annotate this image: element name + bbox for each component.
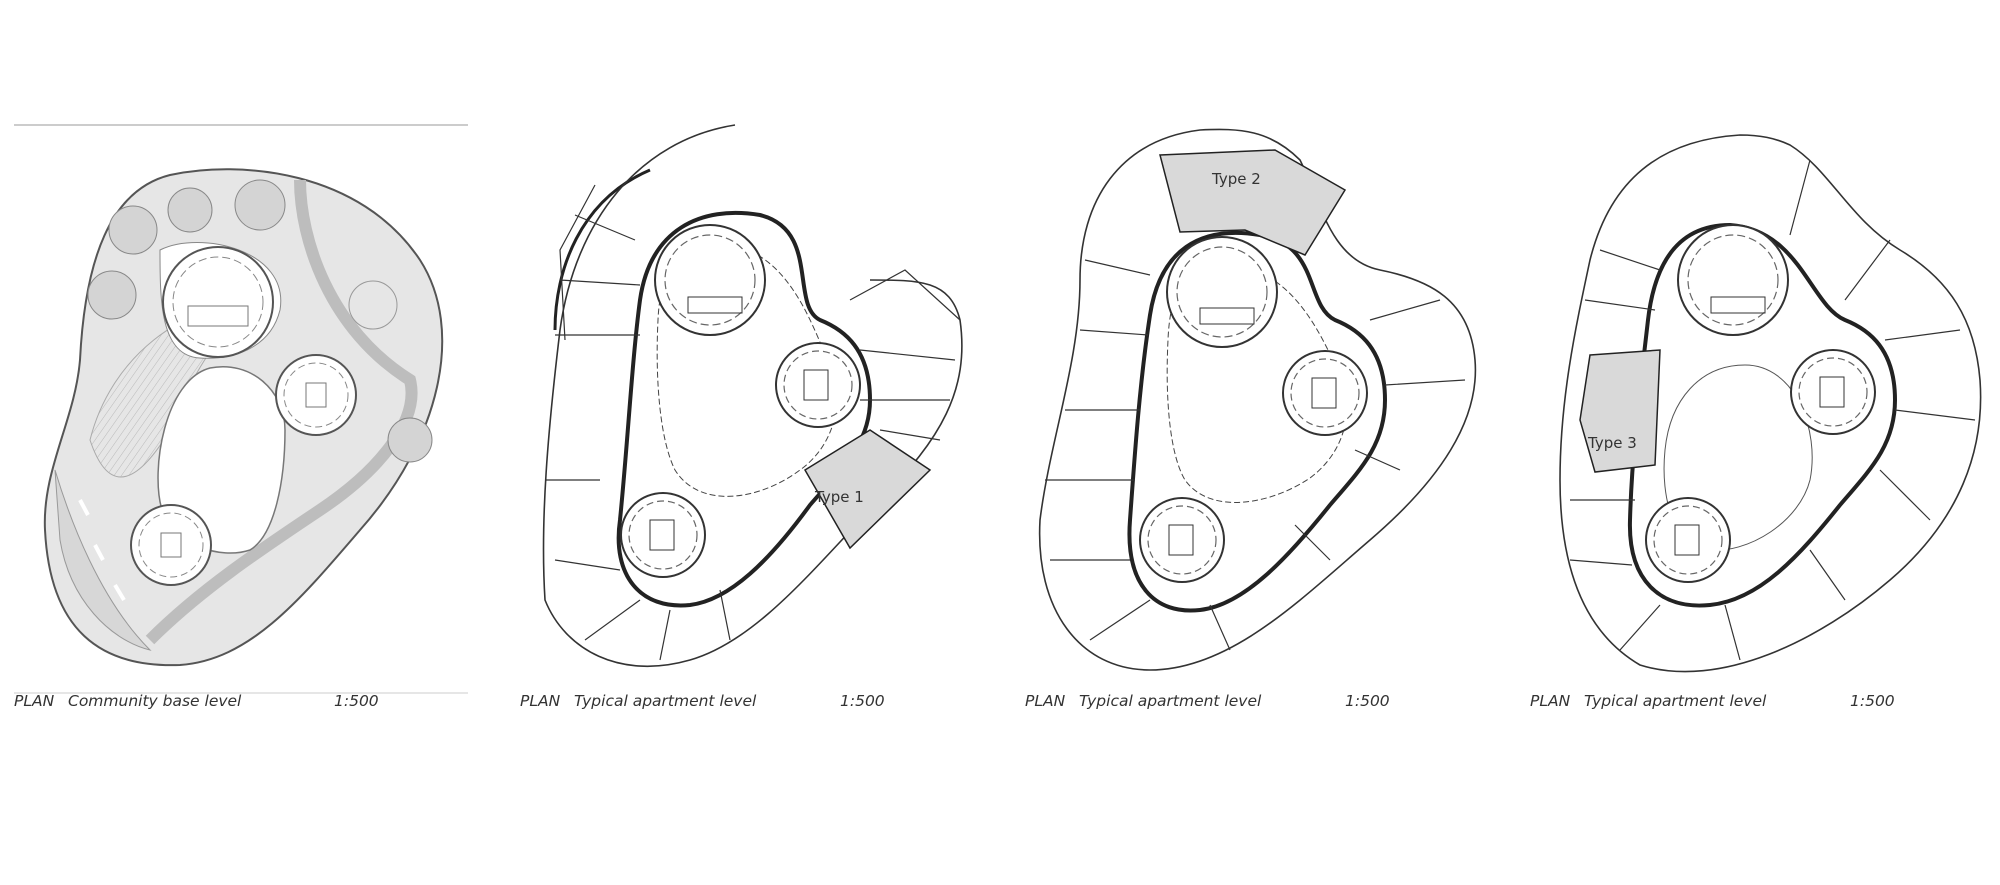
plan-label: PLAN	[1530, 692, 1571, 710]
outer-facade	[1559, 134, 1982, 673]
core-south	[130, 504, 212, 586]
core-east-inner	[1798, 357, 1868, 427]
plan-typical-2: Type 2	[1038, 128, 1477, 671]
unit-highlight	[1579, 349, 1661, 473]
core-east	[275, 354, 357, 436]
unit-highlight	[1159, 149, 1347, 256]
core-north	[162, 246, 274, 358]
core-east	[1282, 350, 1368, 436]
core-north	[654, 224, 766, 336]
plan-typical-1: Type 1	[542, 124, 963, 668]
tree	[234, 179, 286, 231]
core-south-inner	[138, 512, 204, 578]
core-east	[775, 342, 861, 428]
core-north	[1677, 224, 1789, 336]
stair-core	[1311, 377, 1337, 409]
core-east-inner	[783, 350, 853, 420]
sports-court	[348, 280, 398, 330]
stair-core	[160, 532, 182, 558]
stair-core	[305, 382, 327, 408]
plan-caption-typical-2: PLAN Typical apartment level 1:500	[1025, 692, 1485, 712]
core-north-inner	[1176, 246, 1268, 338]
core-north	[1166, 236, 1278, 348]
plan-label: PLAN	[1025, 692, 1066, 710]
outer-facade	[542, 124, 963, 668]
plan-caption-typical-1: PLAN Typical apartment level 1:500	[520, 692, 980, 712]
core-east-inner	[1290, 358, 1360, 428]
plan-scale: 1:500	[1345, 692, 1390, 710]
apartment-partitions	[1045, 259, 1466, 651]
core-north-inner	[664, 234, 756, 326]
core-south-inner	[628, 500, 698, 570]
core-north-inner	[172, 256, 264, 348]
parking-stripe	[78, 499, 90, 516]
tree	[387, 417, 433, 463]
plan-title: Community base level	[68, 692, 242, 710]
unit-type-label: Type 3	[1587, 434, 1637, 452]
stair-core	[1674, 524, 1700, 556]
stair-core	[803, 369, 829, 401]
core-east-inner	[283, 362, 349, 428]
apartment-wing-south	[545, 479, 731, 661]
unit-type-label: Type 1	[814, 488, 864, 506]
tree	[167, 187, 213, 233]
parking-stripe	[93, 544, 105, 561]
tree	[108, 205, 158, 255]
unit-type-label: Type 2	[1211, 170, 1261, 188]
elevator-bank	[187, 305, 249, 327]
plan-typical-3: Type 3	[1559, 134, 1982, 673]
plan-title: Typical apartment level	[1584, 692, 1767, 710]
parking-area	[54, 469, 152, 651]
apartment-wing-east	[849, 269, 961, 441]
elevator-bank	[1199, 307, 1255, 325]
plan-caption-typical-3: PLAN Typical apartment level 1:500	[1530, 692, 1990, 712]
plan-community-base	[14, 124, 468, 694]
inner-courtyard	[1166, 264, 1348, 503]
outer-facade	[1038, 128, 1477, 671]
elevator-bank	[1710, 296, 1766, 314]
plan-scale: 1:500	[840, 692, 885, 710]
tree	[87, 270, 137, 320]
core-south	[620, 492, 706, 578]
core-south-inner	[1653, 505, 1723, 575]
plan-label: PLAN	[520, 692, 561, 710]
plan-caption-community-base: PLAN Community base level 1:500	[14, 692, 474, 712]
plan-title: Typical apartment level	[574, 692, 757, 710]
core-south-inner	[1147, 505, 1217, 575]
stair-core	[1819, 376, 1845, 408]
stair-core	[1168, 524, 1194, 556]
core-east	[1790, 349, 1876, 435]
apartment-partitions	[1569, 159, 1976, 661]
elevator-bank	[687, 296, 743, 314]
inner-courtyard	[656, 244, 838, 497]
balcony-outline-left	[553, 168, 651, 331]
apartment-wing-west	[555, 184, 641, 341]
core-south	[1645, 497, 1731, 583]
unit-highlight	[803, 429, 932, 550]
core-south	[1139, 497, 1225, 583]
plan-label: PLAN	[14, 692, 55, 710]
parking-stripe	[113, 583, 126, 602]
plan-scale: 1:500	[334, 692, 379, 710]
stair-core	[649, 519, 675, 551]
core-north-inner	[1687, 234, 1779, 326]
plan-scale: 1:500	[1850, 692, 1895, 710]
plan-title: Typical apartment level	[1079, 692, 1262, 710]
